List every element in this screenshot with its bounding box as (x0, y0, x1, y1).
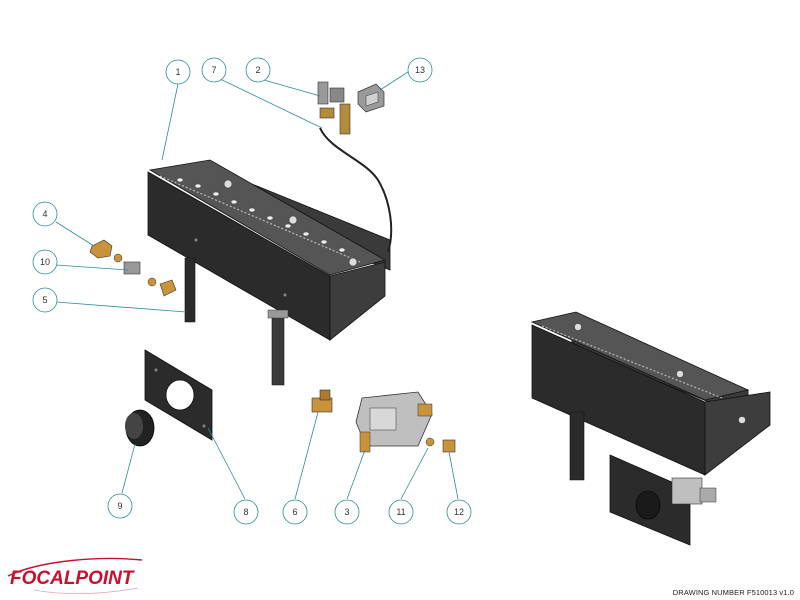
callout-2-label: 2 (255, 65, 260, 75)
focalpoint-logo: FOCALPOINT (7, 557, 143, 594)
callout-4: 4 (32, 201, 58, 227)
thermocouple-part (319, 127, 393, 253)
leader-lines (55, 71, 459, 500)
callout-8-label: 8 (243, 507, 248, 517)
assembled-unit (530, 311, 771, 546)
callout-6: 6 (282, 499, 308, 525)
gas-valve-part (355, 391, 433, 453)
small-fittings-part (425, 437, 456, 453)
callout-2: 2 (245, 57, 271, 83)
callout-3-label: 3 (344, 507, 349, 517)
callout-9-label: 9 (117, 501, 122, 511)
tee-fitting-part (311, 389, 333, 413)
control-knob-part (125, 409, 155, 447)
fitting-chain-part (113, 253, 177, 297)
callout-12: 12 (446, 499, 472, 525)
callout-3: 3 (334, 499, 360, 525)
callout-5: 5 (32, 287, 58, 313)
brand-wordmark: FOCALPOINT (10, 568, 135, 589)
callout-12-label: 12 (454, 507, 464, 517)
callout-10: 10 (32, 249, 58, 275)
callout-8: 8 (233, 499, 259, 525)
callout-7: 7 (201, 57, 227, 83)
callout-13-label: 13 (415, 65, 425, 75)
callout-7-label: 7 (211, 65, 216, 75)
callout-13: 13 (407, 57, 433, 83)
drawing-number: DRAWING NUMBER F510013 v1.0 (672, 588, 794, 597)
callout-1-label: 1 (175, 67, 180, 77)
burner-tray-part (147, 159, 391, 386)
pilot-assembly-part (317, 81, 351, 135)
callout-9: 9 (107, 493, 133, 519)
callout-1: 1 (165, 59, 191, 85)
nut-fitting-part (89, 239, 113, 259)
callout-6-label: 6 (292, 507, 297, 517)
bracket-part (357, 83, 385, 113)
callout-4-label: 4 (42, 209, 47, 219)
callout-11-label: 11 (396, 507, 405, 517)
callout-11: 11 (388, 499, 414, 525)
callout-5-label: 5 (42, 295, 47, 305)
front-plate-part (144, 349, 213, 441)
callout-10-label: 10 (40, 257, 50, 267)
